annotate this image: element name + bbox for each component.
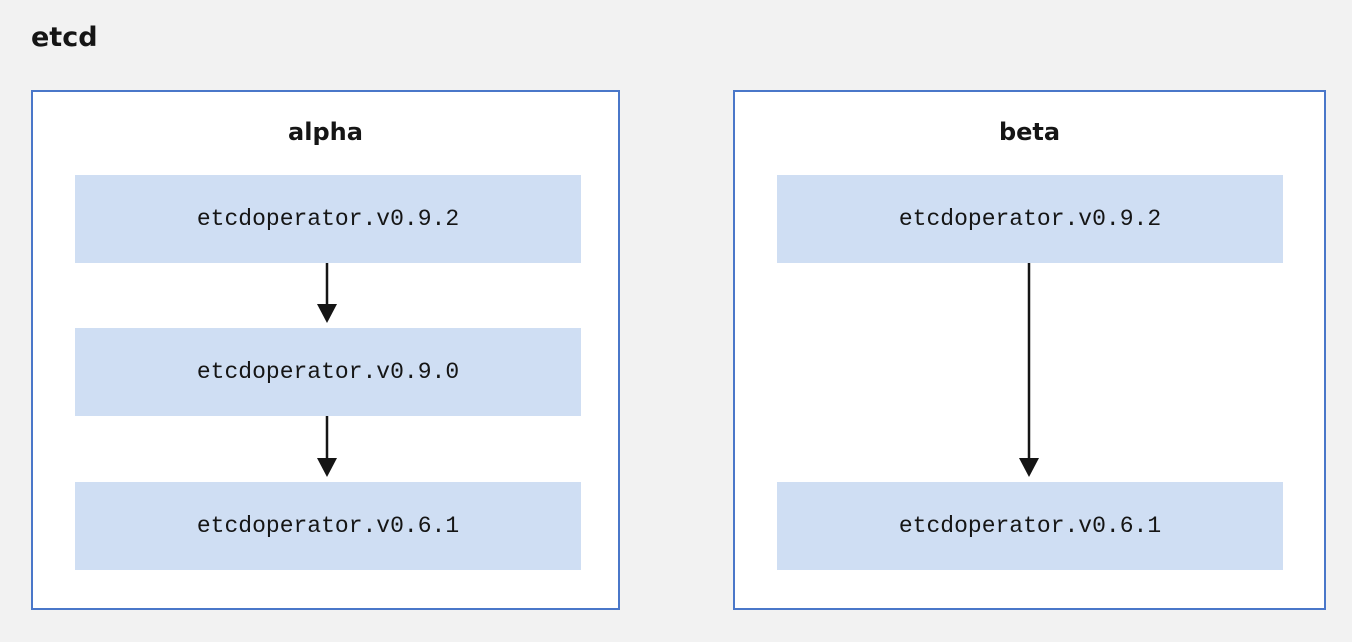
upgrade-arrow (317, 263, 337, 323)
page-title: etcd (31, 22, 98, 53)
version-node: etcdoperator.v0.9.2 (75, 175, 581, 263)
channel-title: alpha (288, 118, 363, 146)
channel-alpha: alpha etcdoperator.v0.9.2 etcdoperator.v… (31, 90, 620, 610)
channel-beta: beta etcdoperator.v0.9.2 etcdoperator.v0… (733, 90, 1326, 610)
channel-title: beta (998, 118, 1061, 146)
upgrade-arrow (1019, 263, 1039, 477)
upgrade-edges (317, 263, 337, 477)
version-node: etcdoperator.v0.9.2 (777, 175, 1283, 263)
upgrade-arrow (317, 416, 337, 477)
version-node: etcdoperator.v0.6.1 (75, 482, 581, 570)
version-node: etcdoperator.v0.6.1 (777, 482, 1283, 570)
version-node: etcdoperator.v0.9.0 (75, 328, 581, 416)
upgrade-edges (1019, 263, 1039, 477)
